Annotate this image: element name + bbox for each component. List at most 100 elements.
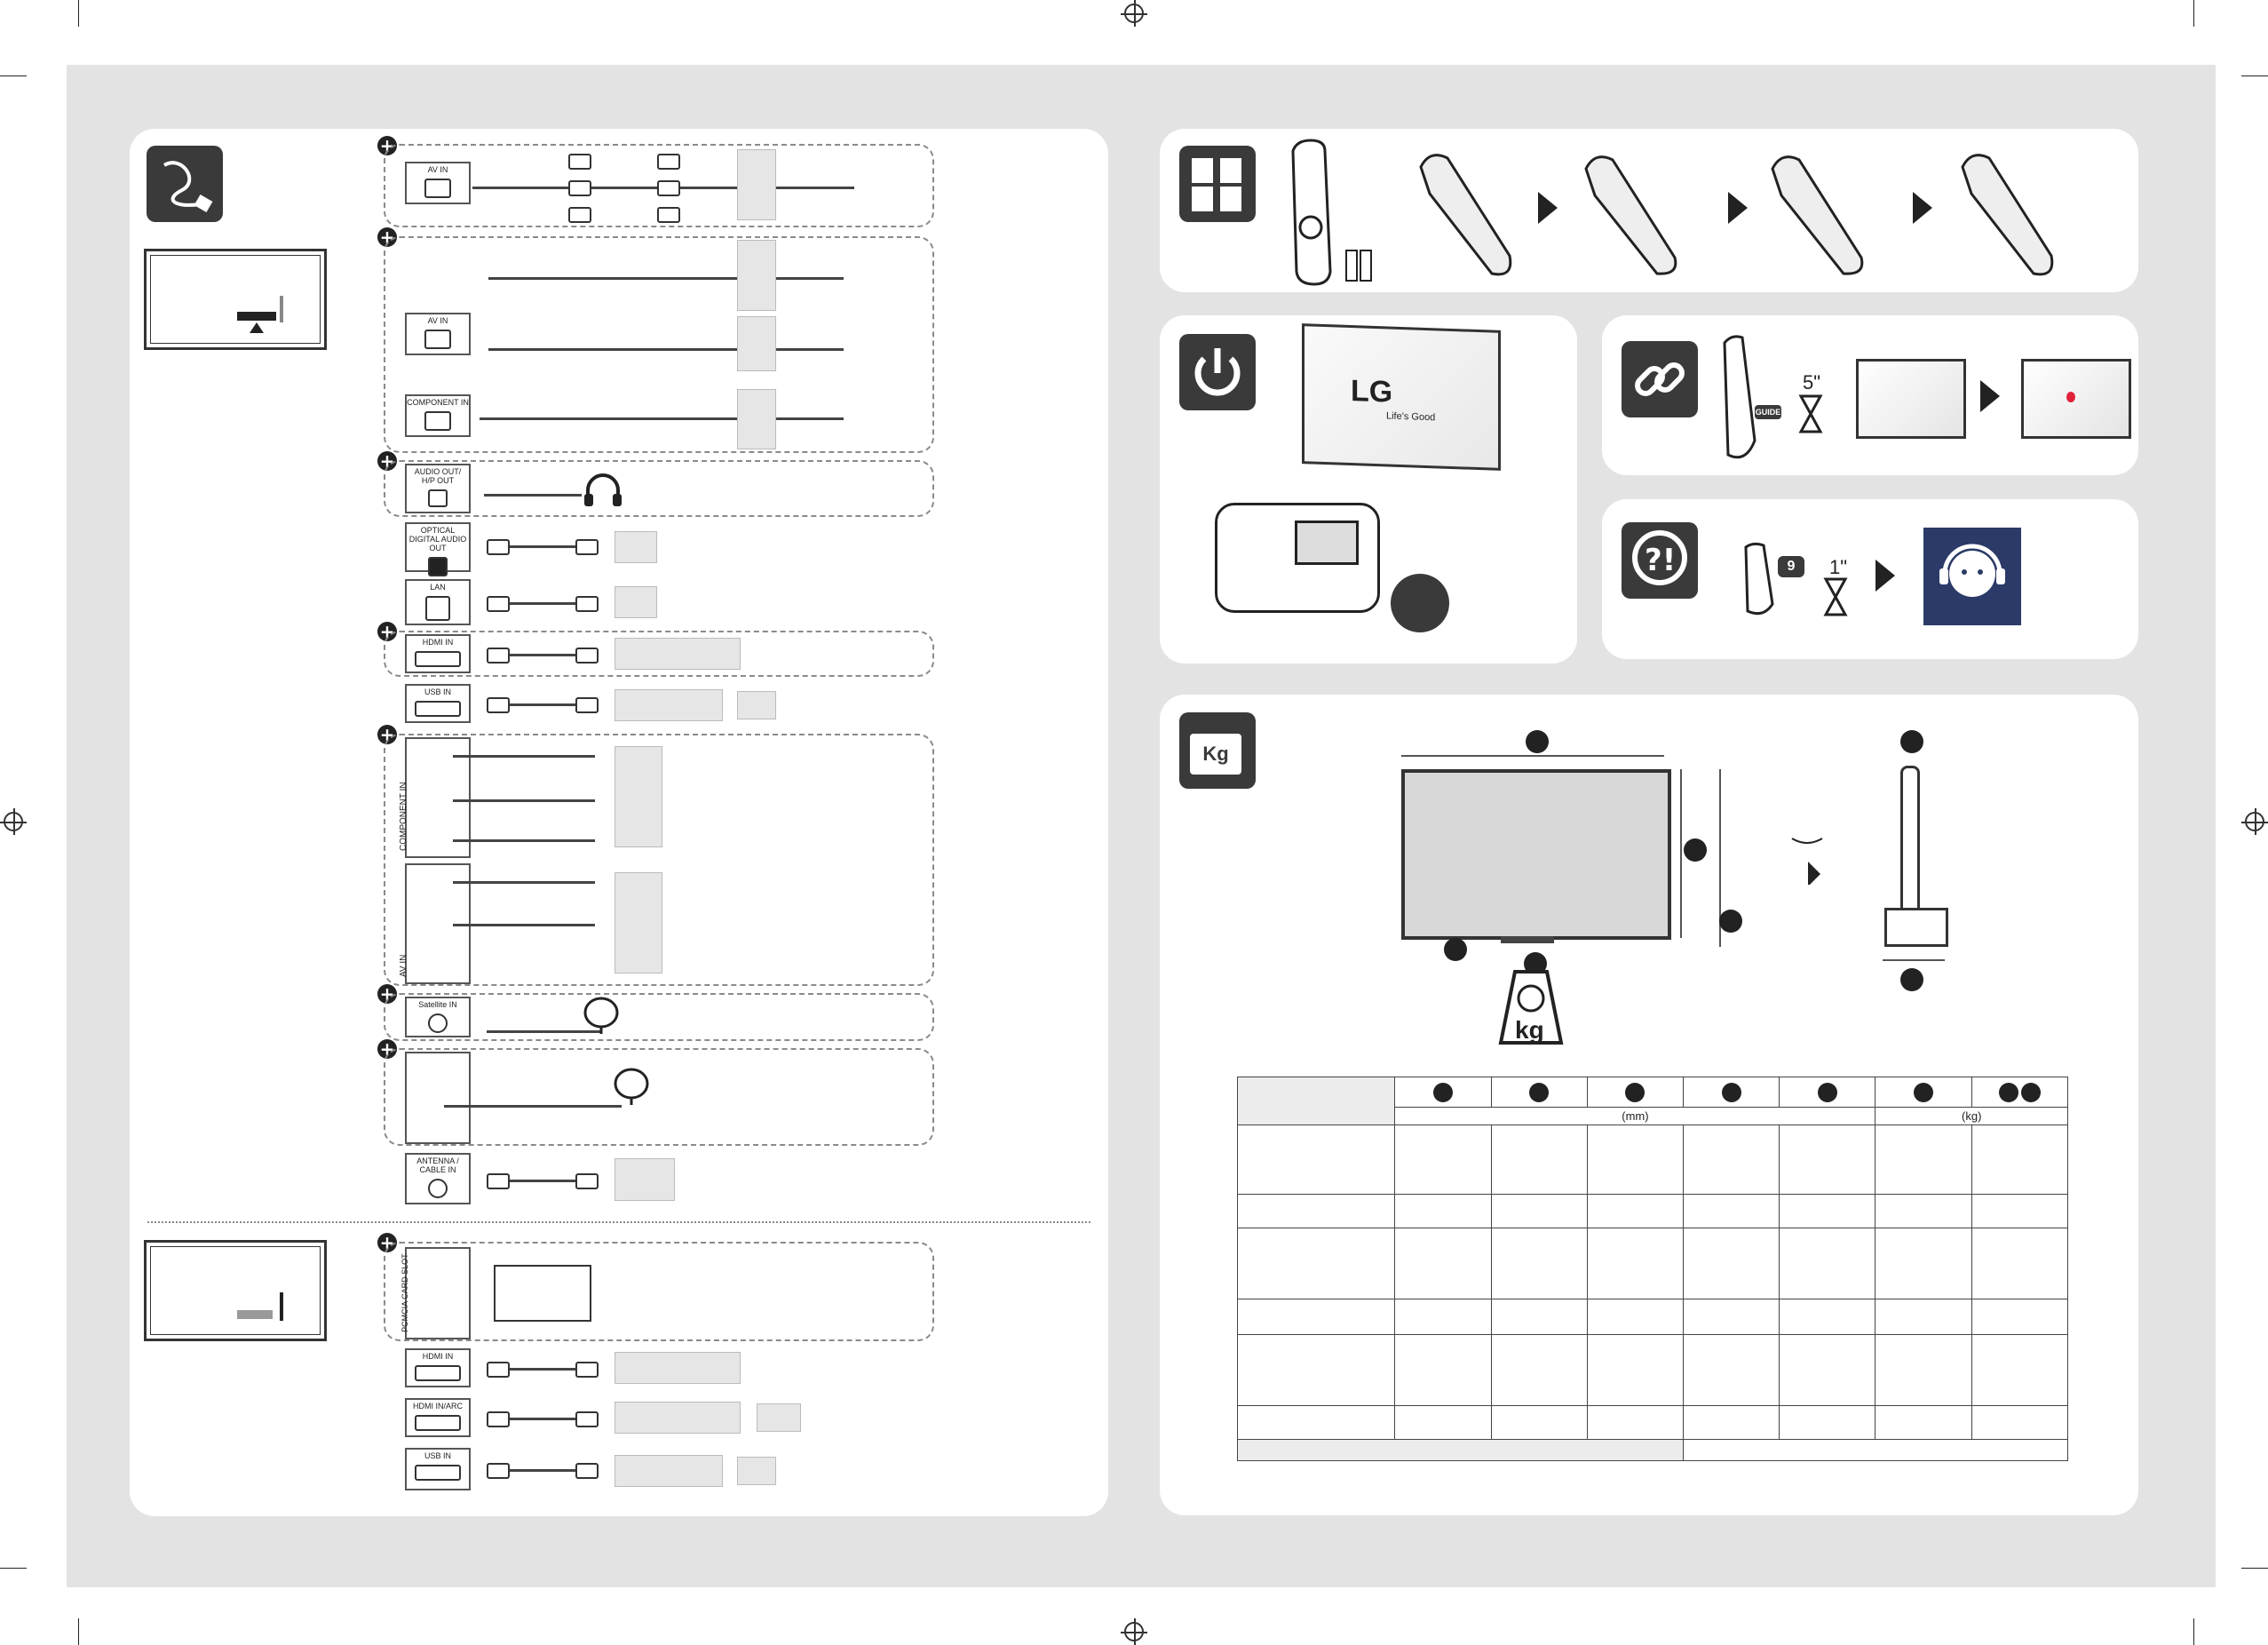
port-label: Satellite IN — [418, 1000, 457, 1009]
cable — [488, 277, 844, 280]
router-device — [615, 586, 657, 618]
satellite-dish-icon — [614, 1068, 649, 1105]
antenna-device — [615, 1158, 675, 1201]
crop-mark — [2241, 75, 2268, 76]
connector — [487, 539, 510, 555]
dimension-marker — [1529, 1082, 1550, 1102]
height-stand-line — [1719, 769, 1721, 947]
pointer-icon — [2066, 392, 2075, 402]
spec-table: (mm) (kg) — [1236, 1077, 2069, 1461]
usb-stick — [737, 691, 776, 719]
lg-logo: LG — [1351, 374, 1393, 409]
crop-mark — [2241, 1568, 2268, 1569]
tv-rear-diagram — [144, 249, 327, 350]
crop-mark — [78, 0, 79, 27]
dimension-marker — [1444, 938, 1467, 961]
remote-back-step-3 — [1771, 155, 1864, 275]
port-label: COMPONENT IN — [399, 782, 408, 851]
support-agent-icon — [1923, 528, 2021, 625]
section-divider — [147, 1221, 1090, 1223]
port-label: AV IN — [427, 316, 448, 325]
satellite-in-port: Satellite IN — [405, 997, 471, 1037]
antenna-port: ANTENNA / CABLE IN — [405, 1153, 471, 1204]
help-timer: 1" — [1829, 556, 1848, 578]
hdmi-arc-port: HDMI IN/ARC — [405, 1398, 471, 1437]
magic-remote-icon — [1291, 139, 1372, 286]
port-label: USB IN — [424, 687, 451, 696]
step-arrow — [1913, 192, 1932, 224]
connector — [575, 1411, 599, 1427]
usb-stick — [737, 1457, 776, 1485]
port-label: OPTICAL DIGITAL AUDIO OUT — [408, 526, 467, 552]
connector — [568, 180, 591, 196]
help-tile: ?! — [1622, 522, 1698, 599]
weight-tile: Kg — [1179, 712, 1256, 789]
cable — [487, 1368, 593, 1371]
port-label: USB IN — [424, 1451, 451, 1460]
crop-mark — [0, 75, 27, 76]
dimension-marker — [1721, 1082, 1741, 1102]
remote-pairing-icon — [1723, 335, 1757, 459]
connection-tile — [147, 146, 223, 222]
power-icon — [1194, 348, 1241, 396]
registration-mark — [2241, 808, 2268, 835]
table-row — [1236, 1194, 2069, 1228]
table-row — [1236, 1299, 2069, 1335]
port-label: HDMI IN — [422, 1352, 454, 1361]
power-tile — [1179, 334, 1256, 410]
usb-device-group — [615, 689, 723, 721]
cable — [487, 1418, 593, 1420]
soundbar-device — [757, 1403, 801, 1432]
connector — [568, 154, 591, 170]
device-group — [615, 1402, 741, 1434]
audio-out-port: AUDIO OUT/ H/P OUT — [405, 464, 471, 513]
device-stack — [737, 316, 776, 371]
cable — [453, 881, 595, 884]
registration-mark — [0, 808, 27, 835]
cable-icon — [163, 161, 213, 213]
device-stack — [737, 149, 776, 220]
connector — [575, 596, 599, 612]
dimension-marker — [1998, 1082, 2018, 1102]
dimension-marker — [1433, 1082, 1453, 1102]
dimension-marker — [2021, 1082, 2042, 1102]
dimension-marker — [1817, 1082, 1837, 1102]
connection-group — [384, 1242, 934, 1341]
port-label: LAN — [430, 583, 446, 592]
remote-help-icon — [1744, 542, 1774, 616]
question-icon: ?! — [1632, 530, 1687, 585]
dimension-marker — [1625, 1082, 1645, 1102]
connection-group — [384, 734, 934, 986]
hourglass-icon — [1798, 394, 1823, 433]
av-in-port: AV IN — [405, 162, 471, 204]
connector — [487, 697, 510, 713]
lan-port: LAN — [405, 579, 471, 625]
connection-group — [384, 1048, 934, 1146]
port-label: HDMI IN/ARC — [413, 1402, 463, 1411]
port-label: AV IN — [427, 165, 448, 174]
remote-back-step-4 — [1961, 154, 2054, 276]
connector — [487, 596, 510, 612]
crop-mark — [78, 1618, 79, 1645]
key-9: 9 — [1778, 556, 1804, 577]
optical-port: OPTICAL DIGITAL AUDIO OUT — [405, 522, 471, 576]
connector — [487, 1362, 510, 1378]
depth-line — [1883, 959, 1945, 961]
dimension-marker — [1719, 910, 1742, 933]
connector — [657, 180, 680, 196]
connection-group — [384, 144, 934, 227]
connector — [575, 1463, 599, 1479]
hdmi-in-port-2: HDMI IN — [405, 1348, 471, 1387]
table-row — [1236, 1405, 2069, 1440]
table-row — [1236, 1334, 2069, 1406]
dimension-marker — [1900, 730, 1923, 753]
connector — [487, 1463, 510, 1479]
battery-icon — [1192, 158, 1241, 211]
connector — [487, 1411, 510, 1427]
weight-tag-icon: Kg — [1190, 734, 1241, 775]
cable — [453, 799, 595, 802]
dimension-marker — [1684, 838, 1707, 862]
battery-tile — [1179, 146, 1256, 222]
scale-label: kg — [1515, 1016, 1544, 1044]
tv-screen-off — [1856, 359, 1966, 439]
